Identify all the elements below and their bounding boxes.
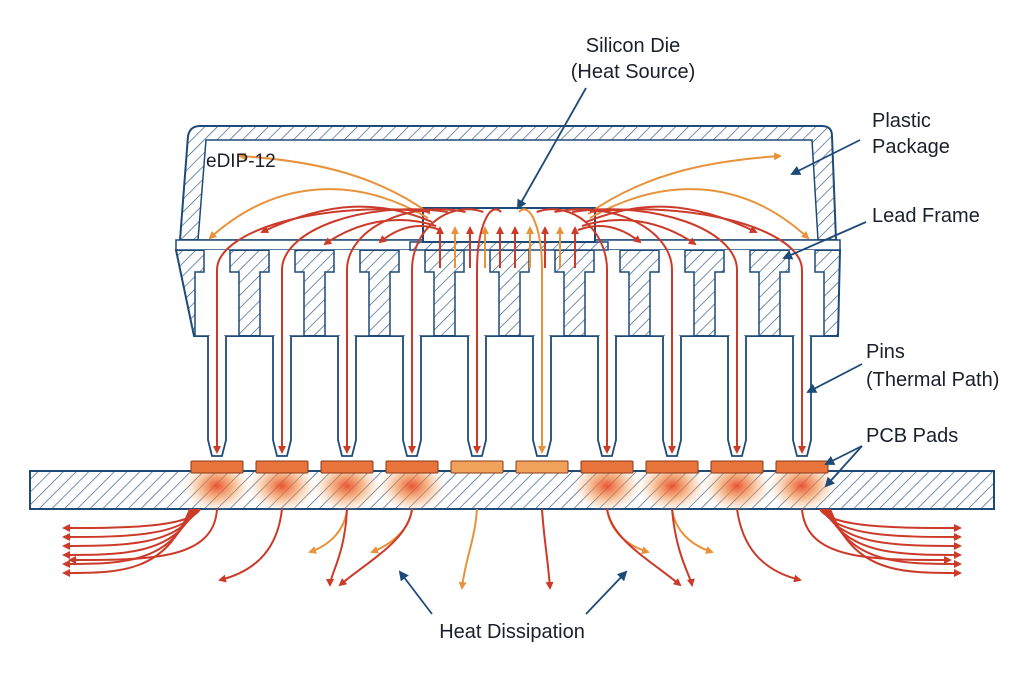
die-sublabel: (Heat Source) [571,61,696,83]
heat-arrow [589,208,806,454]
heat-arrow [343,208,466,454]
dissipation-arrow [606,508,650,555]
dissipation-arrow [671,508,695,587]
heat-arrow [572,208,741,454]
heat-arrow [378,225,441,244]
pcb-pad [190,460,244,474]
pins-sublabel: (Thermal Path) [866,369,999,391]
dissipation-arrow [370,508,413,554]
die-label: Silicon Die [586,35,680,57]
dissipation-arrow [62,508,191,577]
pcb-pad [255,460,309,474]
package-sublabel: Package [872,136,950,158]
pcb-pad [710,460,764,474]
heat-dissipation-label: Heat Dissipation [439,621,585,643]
pcb-pads-label: PCB Pads [866,425,958,447]
pcb-pad [645,460,699,474]
pcb-pad [385,460,439,474]
lead-frame-label: Lead Frame [872,205,980,227]
leader-lines [398,87,867,615]
heat-arrow [260,205,433,234]
dissipation-arrow [606,508,682,587]
heat-arrow [238,152,431,215]
heat-arrow [208,188,429,240]
pcb-pad [580,460,634,474]
heat-arrow [589,188,810,240]
dissipation-arrow [338,508,413,587]
heat-arrow [554,208,676,454]
package-name-label: eDIP-12 [206,151,276,172]
pcb-pads [190,460,829,474]
heat-arrow [408,208,484,454]
dissipation-arrow [326,508,348,587]
heat-arrow [278,208,448,454]
heat-arrow [577,225,642,244]
dissipation-arrow [218,508,283,583]
dissipation-arrow [736,508,802,583]
pcb-pad [320,460,374,474]
heat-arrow [473,208,502,454]
heat-arrow [587,152,782,215]
dissipation-arrow [541,508,554,590]
heat-arrow [581,219,697,246]
dissipation-arrow [829,508,962,577]
pcb-pad [450,460,504,474]
pcb-board [29,470,995,510]
heat-arrow [323,219,437,246]
package-label: Plastic [872,110,931,132]
pcb-pad [515,460,569,474]
silicon-die [409,207,609,251]
pins [207,336,812,457]
dissipation-arrow [801,508,952,564]
dissipation-arrow [458,508,478,590]
dissipation-arrow [68,508,218,564]
heat-arrow [536,208,611,454]
pcb-pad [775,460,829,474]
heat-arrow [585,205,758,233]
heat-flow-arrows [62,152,962,590]
pins-label: Pins [866,341,905,363]
